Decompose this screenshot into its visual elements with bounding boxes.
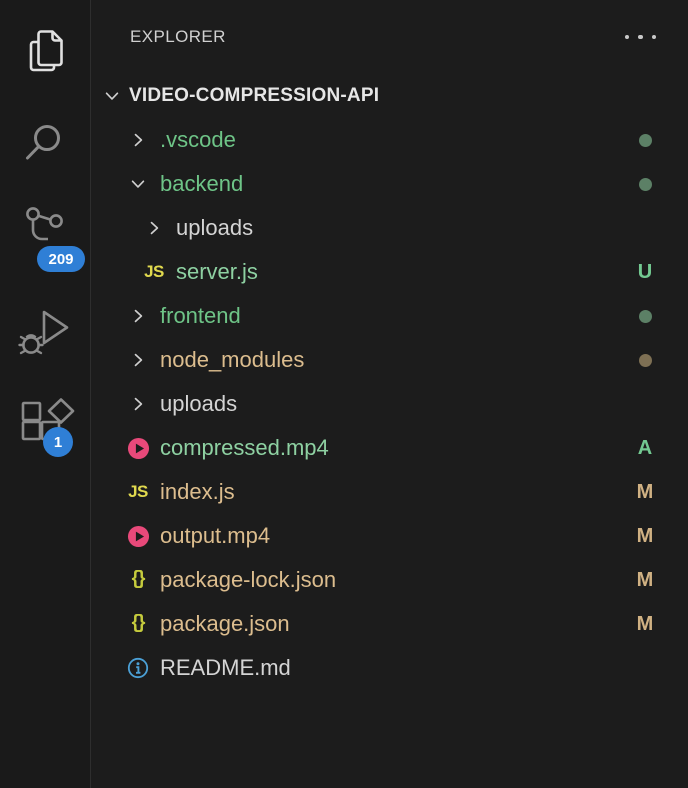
tree-item-package-json[interactable]: {} package.json M	[92, 602, 688, 646]
video-file-icon	[127, 525, 149, 547]
tree-item-backend[interactable]: backend	[92, 162, 688, 206]
git-status-letter: M	[636, 480, 654, 503]
search-icon[interactable]	[20, 117, 70, 174]
tree-item-index-js[interactable]: JS index.js M	[92, 470, 688, 514]
chevron-down-icon	[131, 180, 145, 188]
javascript-file-icon: JS	[128, 482, 148, 501]
git-status-dot	[638, 133, 652, 147]
extensions-badge: 1	[43, 427, 73, 457]
chevron-down-icon	[103, 87, 121, 105]
tree-item-readme-md[interactable]: README.md	[92, 646, 688, 690]
source-control-icon[interactable]	[17, 204, 71, 255]
tree-item-label: README.md	[160, 655, 291, 680]
git-status-letter: M	[636, 612, 654, 635]
json-file-icon: {}	[131, 568, 146, 589]
json-file-icon: {}	[131, 612, 146, 633]
tree-item-frontend[interactable]: frontend	[92, 294, 688, 338]
git-status-dot	[638, 309, 652, 323]
git-status-letter: M	[636, 524, 654, 547]
run-debug-icon[interactable]	[16, 306, 72, 367]
tree-item-node-modules[interactable]: node_modules	[92, 338, 688, 382]
workspace-root-label: VIDEO-COMPRESSION-API	[129, 85, 380, 106]
tree-item-label: output.mp4	[160, 523, 271, 548]
chevron-right-icon	[134, 309, 143, 323]
files-icon	[29, 30, 63, 72]
tree-item-label: .vscode	[160, 127, 236, 152]
video-file-icon	[127, 437, 149, 459]
tree-item-label: package.json	[160, 611, 290, 636]
tree-item-label: frontend	[160, 303, 241, 328]
git-status-letter: U	[637, 260, 653, 283]
chevron-right-icon	[150, 221, 159, 235]
git-status-letter: A	[637, 436, 653, 459]
tree-item-label: uploads	[176, 215, 254, 240]
more-actions-button[interactable]	[623, 29, 659, 46]
workspace-root-row[interactable]: VIDEO-COMPRESSION-API	[92, 74, 688, 118]
source-control-badge: 209	[37, 246, 85, 272]
tree-item-label: package-lock.json	[160, 567, 337, 592]
tree-item-label: backend	[160, 171, 244, 196]
activity-bar: 209 1	[0, 0, 91, 788]
tree-item-package-lock-json[interactable]: {} package-lock.json M	[92, 558, 688, 602]
chevron-right-icon	[134, 133, 143, 147]
explorer-sidebar: EXPLORER VIDEO-COMPRESSION-API .vscode ba…	[92, 0, 688, 788]
git-status-dot	[638, 353, 652, 367]
tree-item-uploads[interactable]: uploads	[92, 382, 688, 426]
tree-item-server-js[interactable]: JS server.js U	[92, 250, 688, 294]
tree-item-label: node_modules	[160, 347, 305, 372]
chevron-right-icon	[134, 397, 143, 411]
explorer-icon[interactable]	[20, 26, 70, 81]
tree-item--vscode[interactable]: .vscode	[92, 118, 688, 162]
git-status-dot	[638, 177, 652, 191]
tree-item-label: uploads	[160, 391, 238, 416]
explorer-header: EXPLORER	[92, 12, 688, 62]
tree-item-label: server.js	[176, 259, 258, 284]
tree-item-compressed-mp4[interactable]: compressed.mp4 A	[92, 426, 688, 470]
explorer-title: EXPLORER	[130, 27, 226, 46]
git-status-letter: M	[636, 568, 654, 591]
tree-item-uploads[interactable]: uploads	[92, 206, 688, 250]
ellipsis-icon	[624, 34, 629, 40]
tree-item-output-mp4[interactable]: output.mp4 M	[92, 514, 688, 558]
chevron-right-icon	[134, 353, 143, 367]
tree-item-label: index.js	[160, 479, 235, 504]
javascript-file-icon: JS	[144, 262, 164, 281]
info-file-icon	[127, 657, 149, 679]
tree-item-label: compressed.mp4	[160, 435, 329, 460]
